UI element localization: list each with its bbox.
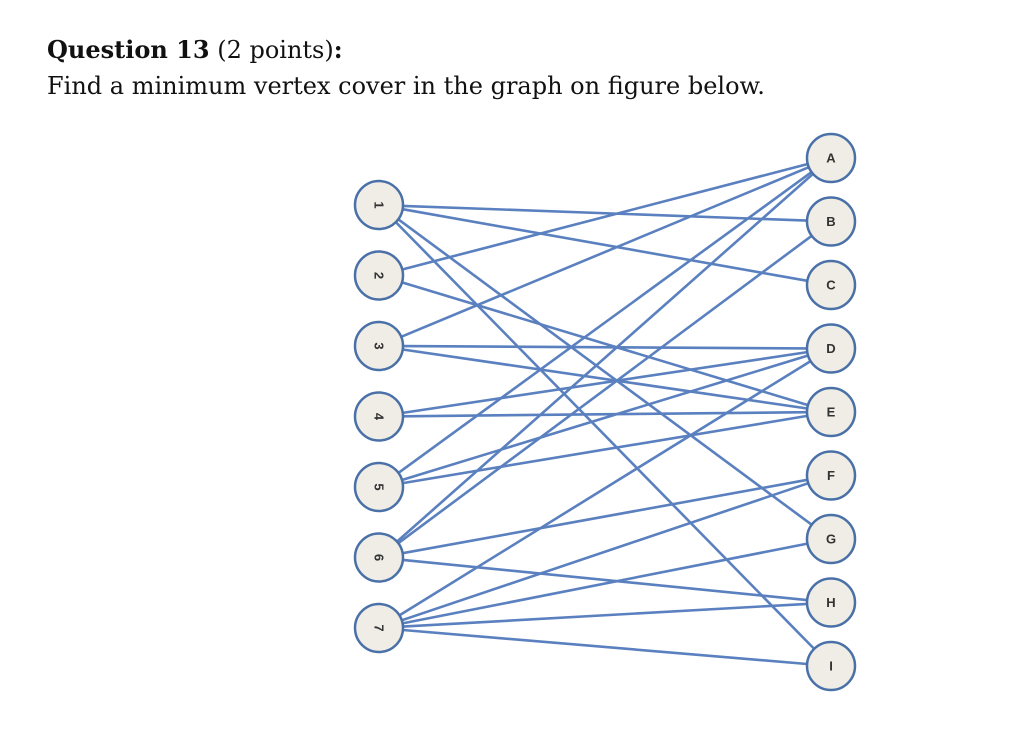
edge-6-B (397, 234, 813, 545)
edge-2-A (401, 162, 809, 271)
node-A: A (805, 132, 857, 184)
question-text: Find a minimum vertex cover in the graph… (47, 72, 765, 100)
node-circle (805, 577, 857, 628)
edge-3-A (400, 165, 810, 339)
node-label: C (826, 278, 836, 293)
edge-5-D (401, 354, 809, 482)
node-label: E (827, 405, 836, 420)
node-circle (805, 386, 857, 438)
node-circle (805, 323, 857, 374)
node-label: F (827, 468, 835, 483)
node-label: I (829, 659, 833, 674)
edge-3-E (402, 348, 808, 410)
edge-1-I (394, 221, 816, 650)
edge-6-F (402, 478, 808, 555)
node-5: 5 (353, 461, 405, 513)
question-header: Question 13 (2 points): (47, 35, 343, 65)
node-label: 3 (372, 342, 387, 349)
node-G: G (805, 513, 857, 565)
node-label: G (826, 532, 836, 547)
edge-7-I (402, 628, 808, 666)
node-I: I (805, 640, 857, 692)
node-F: F (805, 450, 857, 501)
node-circle (353, 461, 405, 513)
node-circle (805, 259, 857, 311)
node-circle (353, 250, 405, 301)
graph-nodes: 1 2 3 4 5 6 7 A B C D E F G H I (353, 132, 857, 692)
node-label: A (826, 151, 836, 166)
node-label: 6 (372, 554, 387, 561)
node-circle (353, 532, 405, 583)
node-H: H (805, 577, 857, 628)
node-label: 7 (372, 624, 387, 631)
node-label: 2 (372, 272, 387, 279)
node-B: B (805, 196, 857, 247)
node-circle (353, 391, 405, 442)
edge-1-B (402, 204, 808, 222)
edge-7-D (398, 359, 812, 617)
node-circle (353, 320, 405, 372)
node-circle (353, 179, 405, 231)
node-circle (805, 513, 857, 565)
question-label: Question 13 (47, 35, 210, 64)
edge-4-D (402, 350, 808, 415)
node-3: 3 (353, 320, 405, 372)
node-C: C (805, 259, 857, 311)
node-6: 6 (353, 532, 405, 583)
edge-3-D (402, 344, 808, 350)
edge-5-E (402, 414, 808, 485)
node-label: D (826, 341, 835, 356)
node-label: B (826, 214, 835, 229)
question-points: (2 points) (217, 36, 334, 64)
edge-6-H (402, 558, 808, 602)
node-circle (805, 640, 857, 692)
graph-edges (394, 162, 816, 666)
edge-2-E (401, 281, 809, 407)
node-circle (805, 196, 857, 247)
question-colon: : (333, 35, 343, 64)
node-2: 2 (353, 250, 405, 301)
node-D: D (805, 323, 857, 374)
node-label: 1 (372, 201, 387, 208)
edge-7-F (401, 481, 809, 622)
node-4: 4 (353, 391, 405, 442)
node-circle (353, 602, 405, 654)
edge-4-E (402, 410, 808, 418)
edge-1-G (397, 218, 813, 526)
node-label: 5 (372, 483, 387, 490)
node-label: 4 (372, 413, 387, 421)
edge-7-H (402, 602, 808, 628)
edge-6-A (396, 172, 814, 543)
node-1: 1 (353, 179, 405, 231)
edge-5-A (397, 171, 813, 474)
edge-7-G (402, 542, 808, 625)
node-7: 7 (353, 602, 405, 654)
node-circle (805, 450, 857, 501)
edge-1-C (402, 207, 808, 283)
node-label: H (826, 595, 835, 610)
node-circle (805, 132, 857, 184)
node-E: E (805, 386, 857, 438)
